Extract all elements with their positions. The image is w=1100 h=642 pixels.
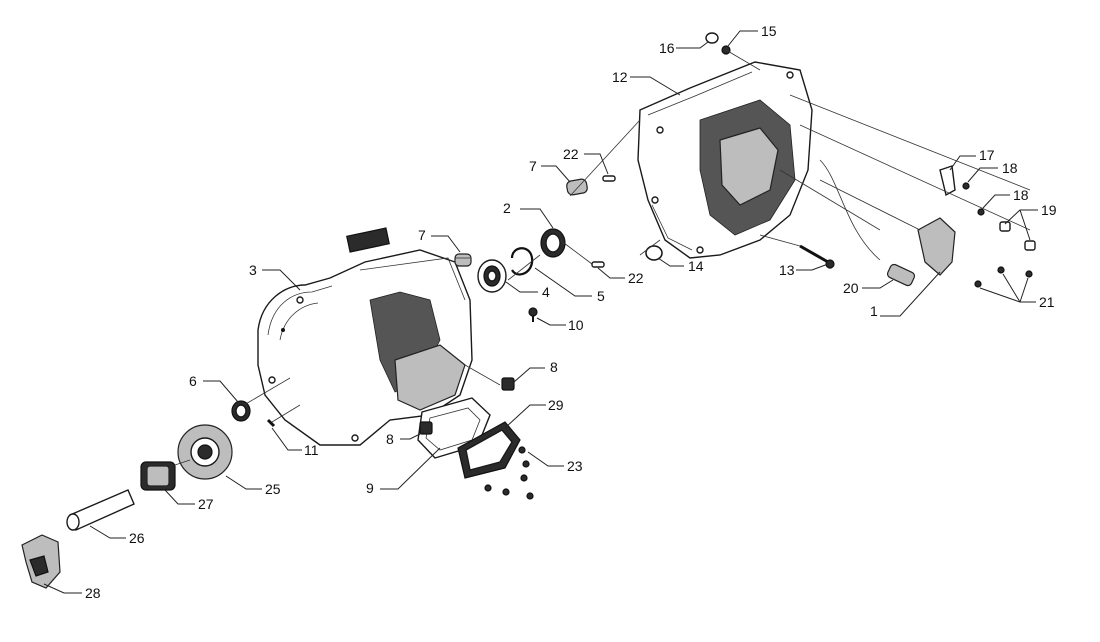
label-17: 17 — [979, 147, 995, 163]
bolt-part-18b — [977, 208, 985, 216]
bushing-part-7a — [454, 253, 472, 267]
label-11: 11 — [304, 442, 319, 458]
gear-part-25 — [177, 424, 233, 480]
label-1: 1 — [870, 303, 878, 319]
plug-part-19b — [1024, 240, 1036, 251]
shaft-part-26 — [66, 489, 135, 531]
label-4: 4 — [542, 284, 550, 300]
label-3: 3 — [249, 262, 257, 278]
label-21: 21 — [1039, 294, 1055, 310]
label-20: 20 — [843, 280, 859, 296]
label-29: 29 — [548, 397, 564, 413]
label-19: 19 — [1041, 202, 1057, 218]
bolt-part-13 — [799, 244, 835, 269]
o-ring-part-14 — [645, 245, 663, 261]
label-23: 23 — [567, 458, 583, 474]
needle-bearing-part-27 — [140, 461, 176, 491]
pin-part-11 — [266, 418, 276, 428]
plug-part-8a — [501, 377, 515, 391]
plug-part-19a — [999, 221, 1011, 232]
snap-ring-part-5 — [510, 247, 534, 276]
label-13: 13 — [779, 262, 795, 278]
callout-labels: 1 2 3 4 5 6 7 7 8 8 9 10 11 12 13 14 15 … — [85, 23, 1057, 601]
clutch-housing-part-3 — [257, 227, 473, 446]
bolt-part-21b — [1025, 270, 1033, 278]
pin-part-22a — [602, 175, 616, 182]
seal-part-2 — [540, 228, 566, 258]
label-5: 5 — [597, 288, 605, 304]
label-26: 26 — [129, 530, 145, 546]
leader-lines — [43, 30, 1038, 594]
bolt-part-21a — [997, 266, 1005, 274]
bolt-part-18a — [962, 182, 970, 190]
label-16: 16 — [659, 40, 675, 56]
bolts-part-23 — [484, 446, 534, 500]
label-12: 12 — [612, 69, 628, 85]
label-9: 9 — [366, 480, 374, 496]
bolt-part-21c — [974, 280, 982, 288]
bearing-part-4 — [477, 259, 507, 293]
label-25: 25 — [265, 481, 281, 497]
gearbox-housing-part-12 — [637, 61, 813, 259]
label-14: 14 — [688, 258, 704, 274]
cover-part-29 — [457, 421, 521, 479]
label-10: 10 — [568, 317, 584, 333]
label-22a: 22 — [563, 146, 579, 162]
label-18a: 18 — [1002, 160, 1018, 176]
label-8b: 8 — [386, 431, 394, 447]
label-7b: 7 — [529, 158, 537, 174]
label-2: 2 — [503, 200, 511, 216]
bracket-part-17 — [939, 165, 956, 197]
plug-part-8b — [419, 421, 433, 435]
label-22b: 22 — [628, 270, 644, 286]
bolt-part-10 — [528, 307, 538, 322]
pin-part-22b — [591, 261, 605, 268]
label-8a: 8 — [550, 359, 558, 375]
label-7a: 7 — [418, 227, 426, 243]
bracket-part-1 — [917, 217, 956, 276]
label-15: 15 — [761, 23, 777, 39]
seal-part-6 — [231, 400, 251, 422]
label-28: 28 — [85, 585, 101, 601]
cap-part-16 — [705, 32, 719, 44]
bracket-part-28 — [21, 534, 61, 589]
switch-part-20 — [886, 263, 916, 287]
label-27: 27 — [198, 496, 214, 512]
label-18b: 18 — [1013, 187, 1029, 203]
assembly-axis-lines — [174, 49, 1031, 466]
label-6: 6 — [189, 373, 197, 389]
